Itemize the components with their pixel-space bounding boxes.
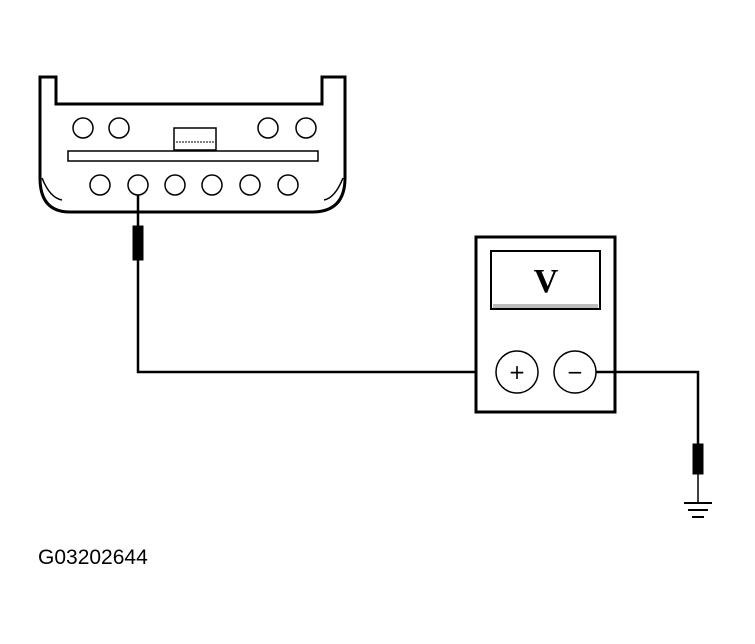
negative-test-lead: [596, 370, 700, 444]
connector-pin: [201, 174, 223, 196]
connector-pin: [257, 117, 279, 139]
connector-pin: [108, 117, 130, 139]
negative-terminal-symbol: −: [567, 360, 584, 384]
positive-terminal-symbol: +: [509, 360, 526, 384]
connector-upper-pins: [72, 117, 317, 139]
connector-pin: [295, 117, 317, 139]
connector-lower-lip: [41, 177, 344, 201]
negative-lead-wire: [596, 370, 700, 444]
connector-pin-tested: [127, 174, 149, 196]
multimeter-display-label: V: [534, 263, 559, 300]
test-probe-icon: [692, 443, 704, 502]
connector-pin: [89, 174, 111, 196]
connector-lower-pins: [89, 174, 299, 196]
test-probe-icon: [132, 197, 144, 261]
electrical-connector-icon: [38, 75, 347, 214]
connector-pin: [72, 117, 94, 139]
multimeter-display: [490, 250, 601, 310]
connector-divider-bar: [67, 150, 319, 162]
connector-housing: [38, 75, 347, 214]
figure-id-label: G03202644: [38, 546, 148, 569]
connector-pin: [277, 174, 299, 196]
multimeter: [474, 235, 617, 414]
connector-latch: [173, 127, 217, 151]
positive-test-lead: [136, 195, 496, 374]
ground-symbol-icon: [684, 502, 712, 518]
positive-terminal: [495, 350, 539, 394]
connector-pin: [239, 174, 261, 196]
positive-lead-wire: [136, 195, 496, 374]
connector-pin: [164, 174, 186, 196]
